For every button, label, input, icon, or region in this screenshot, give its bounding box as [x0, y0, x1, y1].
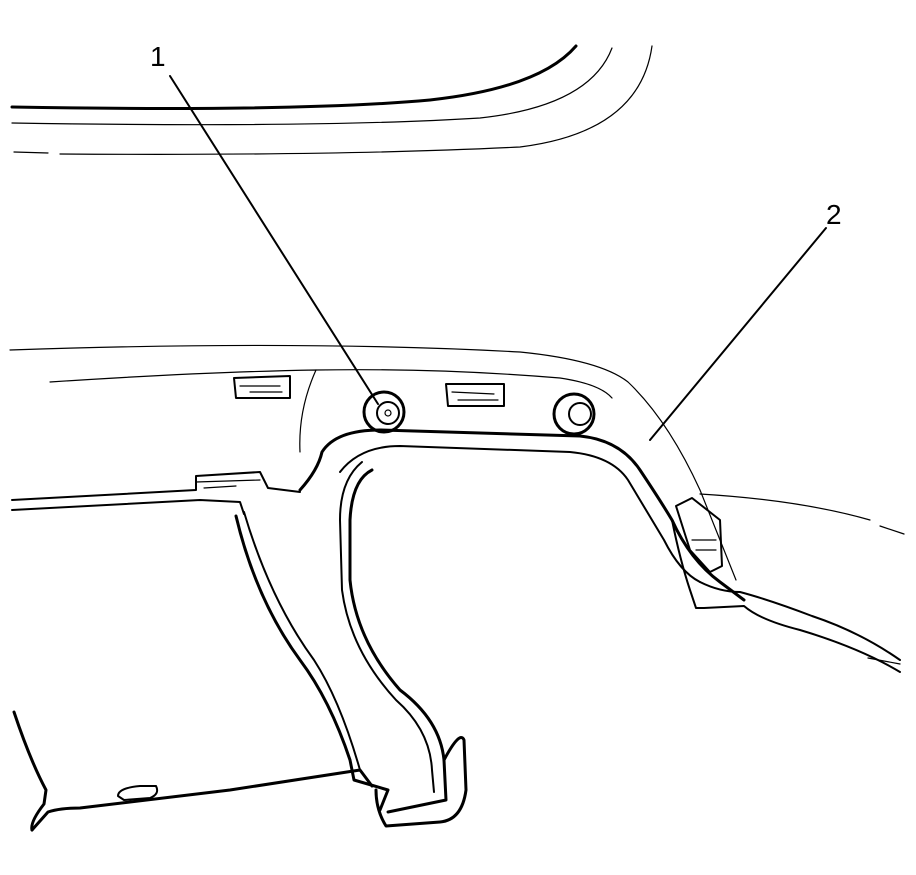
fastener-right: [552, 392, 596, 436]
callout-label-1: 1: [150, 41, 166, 72]
shelf-slot: [117, 785, 159, 801]
clip-right: [675, 497, 723, 573]
arch-trim-panel: [298, 428, 901, 828]
upper-trim-panel: [9, 344, 737, 581]
quarter-panel: [675, 493, 905, 573]
clip-slot-center: [445, 383, 505, 407]
callout-label-2: 2: [826, 199, 842, 230]
leader-lines: [169, 75, 827, 441]
clip-slot-left: [233, 375, 291, 399]
leader-line-1: [169, 75, 379, 405]
package-shelf: [11, 471, 390, 832]
fastener-left: [362, 390, 406, 434]
roof-edge: [10, 44, 653, 155]
leader-line-2: [649, 227, 827, 441]
